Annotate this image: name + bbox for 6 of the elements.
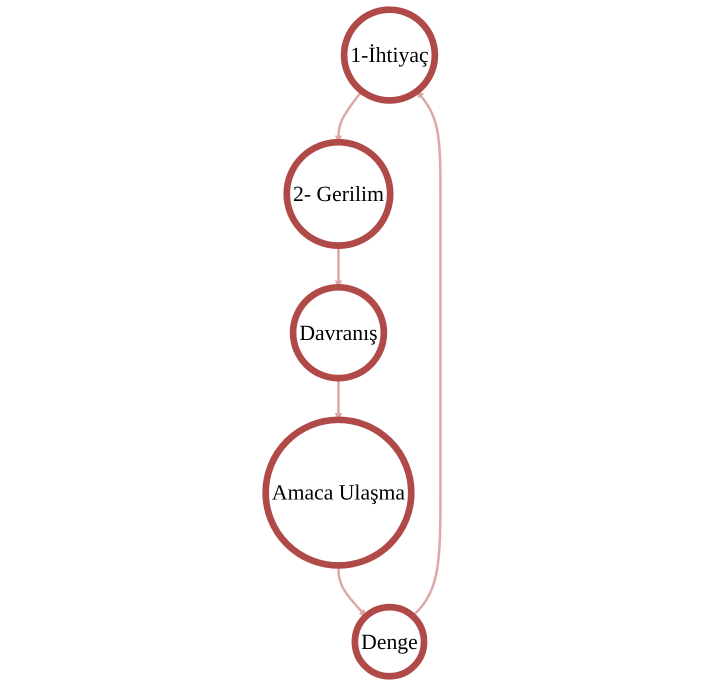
node-circle: Amaca Ulaşma (262, 416, 416, 568)
node-circle: Davranış (290, 284, 388, 381)
arrow (412, 90, 442, 617)
node-circle: 2- Gerilim (284, 138, 394, 248)
node-circle: Denge (352, 603, 428, 680)
node-circle: 1-İhtiyaç (341, 6, 439, 104)
